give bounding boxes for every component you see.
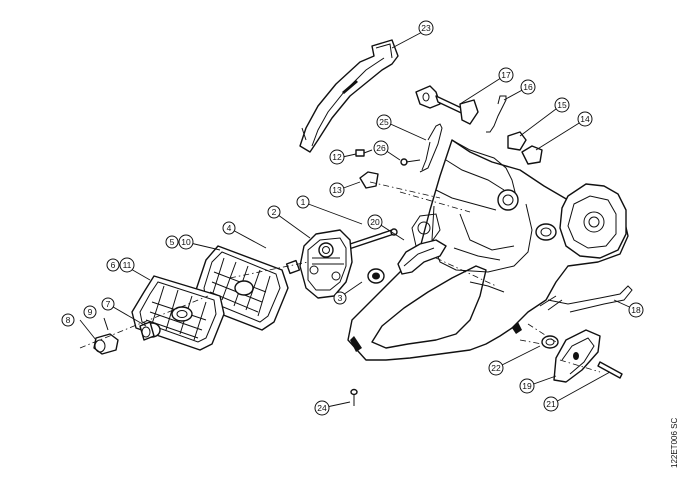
svg-text:23: 23	[421, 23, 431, 33]
pin-part-21	[597, 361, 623, 379]
throttle-trigger-part	[397, 239, 447, 275]
svg-text:22: 22	[491, 363, 501, 373]
svg-text:25: 25	[379, 117, 389, 127]
callout-10: 10	[178, 234, 194, 250]
svg-text:3: 3	[338, 293, 343, 303]
svg-text:17: 17	[501, 70, 511, 80]
svg-text:20: 20	[370, 217, 380, 227]
svg-text:1: 1	[301, 197, 306, 207]
svg-text:4: 4	[227, 223, 232, 233]
callout-12: 12	[329, 149, 345, 165]
callout-labels: 1 2 3 4 5 6 7 8 9 10 11 12 13 14 15 16 1…	[61, 20, 644, 416]
assembly-axes	[79, 181, 601, 373]
svg-text:18: 18	[631, 305, 641, 315]
callout-23: 23	[418, 20, 434, 36]
callout-1: 1	[296, 195, 310, 209]
callout-7: 7	[101, 297, 115, 311]
callout-25: 25	[376, 114, 392, 130]
grommet-part	[367, 268, 385, 284]
main-housing-part	[347, 139, 629, 361]
svg-text:11: 11	[123, 260, 132, 270]
wire-loop-part	[419, 123, 443, 173]
spring-part	[486, 95, 507, 133]
carburetor-part	[285, 229, 353, 299]
callout-17: 17	[498, 67, 514, 83]
svg-text:16: 16	[523, 82, 533, 92]
plug-part	[541, 335, 559, 349]
throttle-shaft-part	[415, 85, 479, 125]
svg-text:26: 26	[376, 143, 386, 153]
callout-24: 24	[314, 400, 330, 416]
callout-14: 14	[577, 111, 593, 127]
callout-3: 3	[333, 291, 347, 305]
callout-18: 18	[628, 302, 644, 318]
callout-2: 2	[267, 205, 281, 219]
svg-text:24: 24	[317, 403, 327, 413]
pin-part	[103, 317, 109, 331]
callout-26: 26	[373, 140, 389, 156]
callout-19: 19	[519, 378, 535, 394]
callout-5: 5	[165, 235, 179, 249]
svg-text:15: 15	[557, 100, 567, 110]
callout-8: 8	[61, 313, 75, 327]
svg-text:10: 10	[181, 237, 191, 247]
svg-text:21: 21	[546, 399, 556, 409]
callout-20: 20	[367, 214, 383, 230]
callout-13: 13	[329, 182, 345, 198]
svg-text:12: 12	[332, 152, 342, 162]
callout-22: 22	[488, 360, 504, 376]
svg-text:7: 7	[106, 299, 111, 309]
knob-part-8	[93, 333, 119, 355]
callout-15: 15	[554, 97, 570, 113]
svg-text:13: 13	[332, 185, 342, 195]
svg-text:8: 8	[66, 315, 71, 325]
svg-text:6: 6	[111, 260, 116, 270]
svg-text:14: 14	[580, 114, 590, 124]
lever-part	[521, 145, 543, 165]
handle-cover-part	[299, 39, 399, 153]
reference-code: 122ET006 SC	[670, 418, 679, 468]
cover-part-19	[553, 329, 601, 383]
bracket-part	[359, 171, 379, 189]
rod-part	[343, 228, 398, 251]
svg-text:19: 19	[522, 381, 532, 391]
callout-21: 21	[543, 396, 559, 412]
callout-6: 6	[106, 258, 120, 272]
callout-16: 16	[520, 79, 536, 95]
svg-text:5: 5	[170, 237, 175, 247]
svg-text:9: 9	[88, 307, 93, 317]
svg-text:2: 2	[272, 207, 277, 217]
control-rod-part	[547, 285, 633, 313]
screw-part-26	[400, 158, 421, 166]
callout-4: 4	[222, 221, 236, 235]
screw-part-24	[350, 388, 358, 406]
clip-part	[507, 131, 527, 151]
knob-part-7	[139, 321, 161, 341]
screw-part-12	[355, 149, 373, 157]
callout-9: 9	[83, 305, 97, 319]
callout-11: 11	[119, 257, 135, 273]
